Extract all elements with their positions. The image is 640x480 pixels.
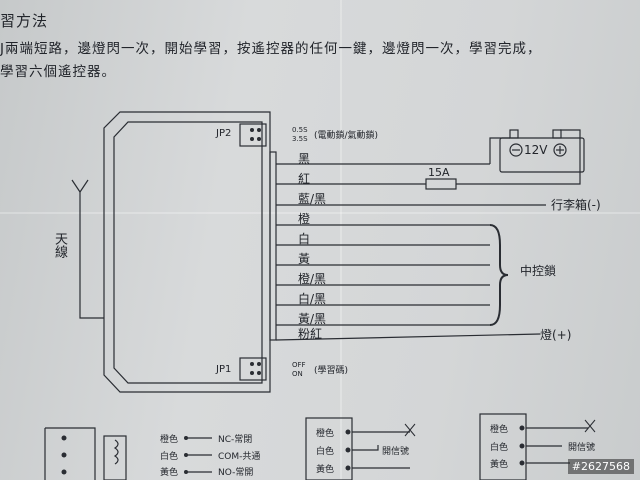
fold-line — [0, 212, 640, 214]
wire-color-label: 白色 — [490, 443, 509, 453]
instruction-line: 學習六個遙控器。 — [0, 64, 116, 80]
wire-red-to-battery — [456, 129, 581, 185]
wire-label: 粉紅 — [298, 327, 323, 341]
relay-outline — [44, 427, 96, 480]
light-label: 燈(+) — [540, 328, 572, 342]
scissors-icon — [404, 423, 416, 437]
wire-label: 白/黑 — [298, 292, 327, 306]
terminal-label: NC-常閉 — [218, 435, 253, 445]
wire-color-label: 黃色 — [316, 465, 335, 475]
module-box — [305, 417, 353, 480]
controller-outline — [103, 111, 271, 393]
wire-label: 白 — [298, 232, 311, 246]
jp2-option: 0.5S — [292, 126, 308, 134]
jp2-jumper — [239, 123, 267, 147]
central-lock-brace — [489, 224, 509, 326]
wire-color-label: 黃色 — [160, 468, 179, 478]
wire-color-label: 橙色 — [316, 429, 335, 439]
trunk-label: 行李箱(-) — [551, 198, 601, 212]
wire-label: 橙 — [298, 212, 311, 226]
antenna-wire — [79, 192, 104, 319]
terminal-label: COM-共通 — [218, 452, 261, 462]
wire-color-label: 黃色 — [490, 460, 509, 470]
wire-pink — [275, 333, 541, 341]
wire-color-label: 白色 — [160, 452, 179, 462]
antenna-icon — [71, 179, 89, 194]
jp1-option: OFF — [292, 361, 306, 369]
central-lock-label: 中控鎖 — [520, 264, 557, 278]
jp1-label: JP1 — [216, 364, 232, 375]
wire-color-label: 白色 — [316, 447, 335, 457]
wire-connector — [269, 151, 277, 341]
wire-label: 紅 — [298, 172, 311, 186]
battery-terminal — [552, 129, 562, 139]
wire-label: 藍/黑 — [298, 192, 327, 206]
jumper-pins — [61, 128, 525, 475]
battery-label: 12V — [524, 143, 548, 157]
jp1-jumper — [239, 357, 267, 381]
module-box — [479, 413, 527, 480]
jp2-option: 3.5S — [292, 135, 308, 143]
relay-coil-icon — [113, 439, 119, 465]
fuse-label: 15A — [428, 166, 450, 179]
wire-label: 黃 — [298, 252, 311, 266]
antenna-label: 天線 — [52, 232, 67, 258]
fold-line — [340, 0, 342, 480]
battery-box — [499, 137, 585, 173]
wire-color-label: 橙色 — [160, 435, 179, 445]
plus-icon — [553, 143, 567, 157]
jp2-label: JP2 — [216, 128, 232, 139]
instruction-line: J兩端短路，邊燈閃一次，開始學習，按遙控器的任何一鍵，邊燈閃一次，學習完成， — [0, 41, 542, 57]
fuse-15a — [425, 178, 457, 190]
wire-label: 橙/黑 — [298, 272, 327, 286]
watermark: #2627568 — [567, 459, 634, 474]
minus-icon — [509, 143, 523, 157]
scissors-icon — [584, 419, 596, 433]
signal-label: 開信號 — [382, 447, 410, 457]
battery-terminal — [509, 129, 519, 139]
section-heading: 習方法 — [0, 12, 49, 30]
wire-label: 黑 — [298, 152, 311, 166]
controller-inner-outline — [113, 121, 263, 384]
jp1-option: ON — [292, 370, 303, 378]
wire-color-label: 橙色 — [490, 425, 509, 435]
relay-coil-box — [103, 435, 127, 480]
terminal-label: NO-常開 — [218, 468, 254, 478]
signal-label: 開信號 — [568, 443, 596, 453]
wire-label: 黃/黑 — [298, 312, 327, 326]
jp2-note: (電動鎖/氣動鎖) — [314, 131, 379, 141]
jp1-note: (學習碼) — [314, 366, 349, 376]
